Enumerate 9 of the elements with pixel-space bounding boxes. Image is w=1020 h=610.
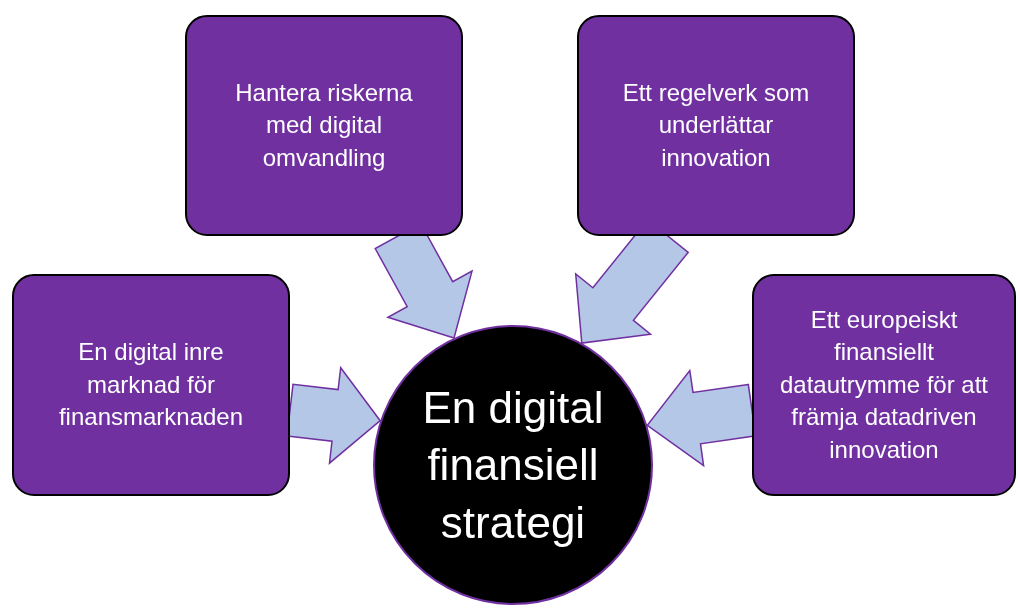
- node-text: Hantera riskerna med digital omvandling: [234, 77, 414, 173]
- topic-box: [752, 274, 1016, 496]
- node-text: Ett regelverk som underlättar innovation: [621, 77, 811, 173]
- node-text: En digital inre marknad för finansmarknaden: [57, 337, 245, 433]
- topic-box: [12, 274, 290, 496]
- topic-box: [577, 15, 855, 236]
- node-text: En digital finansiell strategi: [421, 382, 605, 549]
- node-text: Ett europeiskt finansiellt datautrymme för att främja datadriven innovation: [778, 305, 990, 465]
- topic-box: [185, 15, 463, 236]
